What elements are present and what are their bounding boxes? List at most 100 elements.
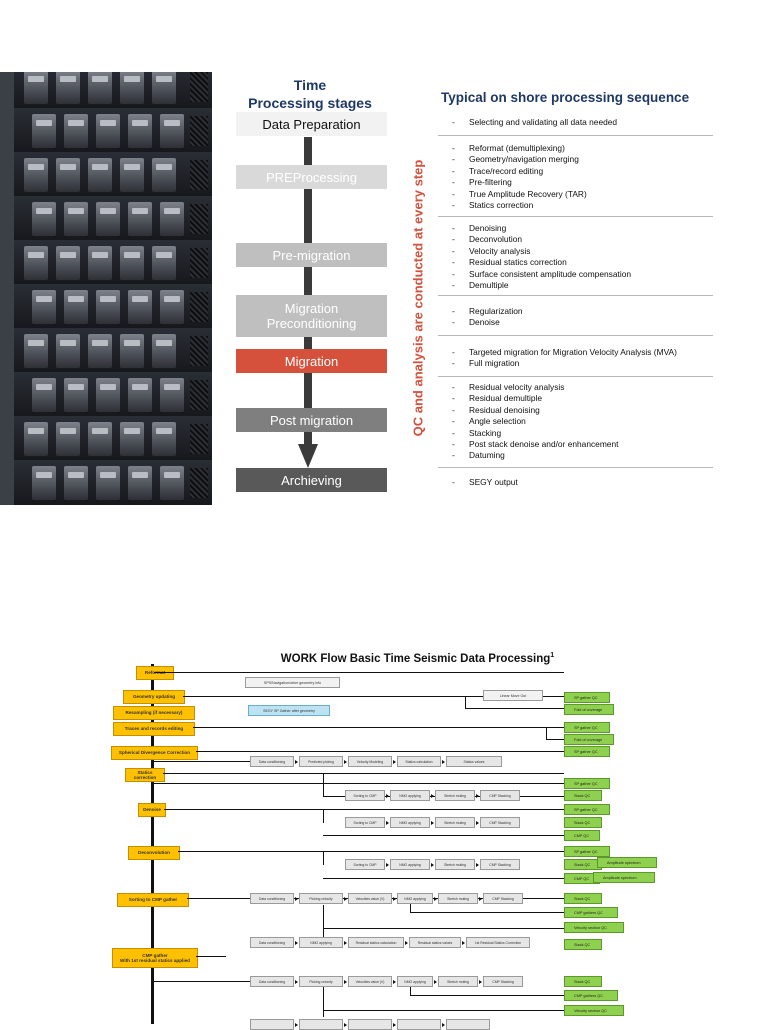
sequence-item: Full migration: [438, 358, 713, 370]
sequence-divider: [438, 216, 713, 217]
wf-chain-residual-statics: Data conditioning NMO applying Residual …: [250, 937, 530, 948]
stages-flow-arrowhead: [298, 444, 318, 468]
stages-title-line2: Processing stages: [248, 95, 372, 111]
stage-archieving: Archieving: [236, 468, 387, 492]
wf-qc-box: CMP gathers QC: [564, 990, 618, 1001]
wf-qc-box: Stack QC: [564, 790, 602, 801]
wf-connector: [154, 981, 250, 982]
sequence-item: Statics correction: [438, 200, 713, 212]
server-unit: [0, 460, 212, 505]
sequence-item: Pre-filtering: [438, 177, 713, 189]
server-unit: [0, 152, 212, 200]
wf-qc-box: Velocity section QC: [564, 922, 624, 933]
sequence-divider: [438, 295, 713, 296]
server-unit: [0, 372, 212, 420]
sequence-item: Surface consistent amplitude compensatio…: [438, 269, 713, 281]
wf-process-box: NMO applying: [397, 976, 433, 987]
wf-qc-box: Amplitude spectrum: [597, 857, 657, 868]
wf-process-box: NMO applying: [299, 937, 343, 948]
wf-process-box: Sorting to CMP: [345, 790, 385, 801]
qc-note-vertical: QC and analysis are conducted at every s…: [410, 159, 426, 437]
sequence-item: Angle selection: [438, 416, 713, 428]
sequence-item: Stacking: [438, 428, 713, 440]
wf-qc-box: SP gather QC: [564, 746, 610, 757]
wf-process-box: Data conditioning: [250, 976, 294, 987]
wf-step-trace-editing: Traces and records editing: [113, 722, 195, 736]
stage-post-migration: Post migration: [236, 408, 387, 432]
wf-process-box: CMP Stacking: [483, 976, 523, 987]
wf-process-box: Sorting to CMP: [345, 817, 385, 828]
wf-process-box: Data conditioning: [250, 756, 294, 767]
sequence-item: Geometry/navigation merging: [438, 154, 713, 166]
wf-connector: [323, 809, 324, 823]
wf-connector: [543, 696, 564, 697]
wf-connector: [196, 751, 564, 752]
wf-process-box: NMO applying: [390, 817, 430, 828]
workflow-spine: [151, 664, 154, 1024]
wf-process-box: [299, 1019, 343, 1030]
wf-connector: [546, 739, 564, 740]
wf-connector: [410, 995, 564, 996]
wf-step-spherical-divergence: Spherical Divergence Correction: [111, 746, 198, 760]
wf-qc-box: Stack QC: [564, 939, 602, 950]
sequence-group-5: Targeted migration for Migration Velocit…: [438, 347, 713, 370]
stage-migration: Migration: [236, 349, 387, 373]
wf-process-box: Predicted picking: [299, 756, 343, 767]
wf-connector: [154, 672, 564, 673]
sequence-item: Residual velocity analysis: [438, 382, 713, 394]
wf-connector: [323, 1010, 564, 1011]
server-unit: [0, 328, 212, 376]
wf-process-box: CMP Stacking: [480, 817, 520, 828]
wf-connector: [410, 898, 411, 912]
sequence-item: True Amplitude Recovery (TAR): [438, 189, 713, 201]
sequence-item: Datuming: [438, 450, 713, 462]
wf-process-box: Stretch muting: [435, 817, 475, 828]
wf-connector: [323, 851, 324, 865]
wf-process-box: Picking velocity: [299, 893, 343, 904]
wf-step-sorting-cmp: Sorting to CMP gather: [117, 893, 189, 907]
stages-flow-axis: [304, 137, 312, 447]
wf-qc-box: Fold of coverage: [564, 734, 614, 745]
wf-connector: [323, 987, 324, 1017]
wf-info-linear-move-out: Linear Move Out: [483, 690, 543, 701]
stages-title: Time Processing stages: [236, 76, 384, 112]
wf-chain-stack-3: Sorting to CMP NMO applying Stretch muti…: [345, 859, 520, 870]
workflow-title: WORK Flow Basic Time Seismic Data Proces…: [280, 652, 555, 665]
wf-process-box: Data conditioning: [250, 937, 294, 948]
server-rack-photo: [0, 72, 212, 505]
wf-qc-box: Amplitude spectrum: [593, 872, 655, 883]
sequence-group-6: Residual velocity analysis Residual demu…: [438, 382, 713, 462]
wf-connector: [163, 773, 564, 774]
wf-process-box: NMO applying: [390, 790, 430, 801]
wf-process-box: [250, 1019, 294, 1030]
wf-qc-box: Stack QC: [564, 893, 602, 904]
sequence-item: Denoise: [438, 317, 713, 329]
wf-connector: [410, 981, 411, 995]
wf-process-box: [446, 1019, 490, 1030]
wf-chain-statics: Data conditioning Predicted picking Velo…: [250, 756, 502, 767]
wf-process-box: [348, 1019, 392, 1030]
sequence-item: Residual statics correction: [438, 257, 713, 269]
wf-process-box: CMP Stacking: [480, 790, 520, 801]
sequence-item: Deconvolution: [438, 234, 713, 246]
sequence-group-1: Selecting and validating all data needed: [438, 117, 713, 129]
wf-connector: [465, 708, 564, 709]
wf-connector: [410, 912, 564, 913]
sequence-item: Demultiple: [438, 280, 713, 292]
wf-qc-box: SP gather QC: [564, 778, 610, 789]
sequence-item: SEGY output: [438, 477, 713, 489]
wf-qc-box: CMP QC: [564, 830, 600, 841]
wf-process-box: Data conditioning: [250, 893, 294, 904]
wf-process-box: Stretch muting: [435, 790, 475, 801]
sequence-divider: [438, 376, 713, 377]
wf-qc-box: SP gather QC: [564, 692, 610, 703]
wf-process-box: NMO applying: [397, 893, 433, 904]
wf-info-sps-navigation: SPS/Navigation/other geometry info: [245, 677, 340, 688]
wf-connector: [323, 928, 564, 929]
wf-info-segy-sp-gather: SEGY SP Gather after geometry: [248, 705, 330, 716]
wf-connector: [154, 761, 250, 762]
stage-migration-preconditioning: Migration Preconditioning: [236, 295, 387, 337]
wf-process-box: Residual statics calculation: [348, 937, 404, 948]
wf-step-cmp-residual-statics: CMP gather With 1st residual statics app…: [112, 948, 198, 968]
wf-qc-box: Stack QC: [564, 976, 602, 987]
